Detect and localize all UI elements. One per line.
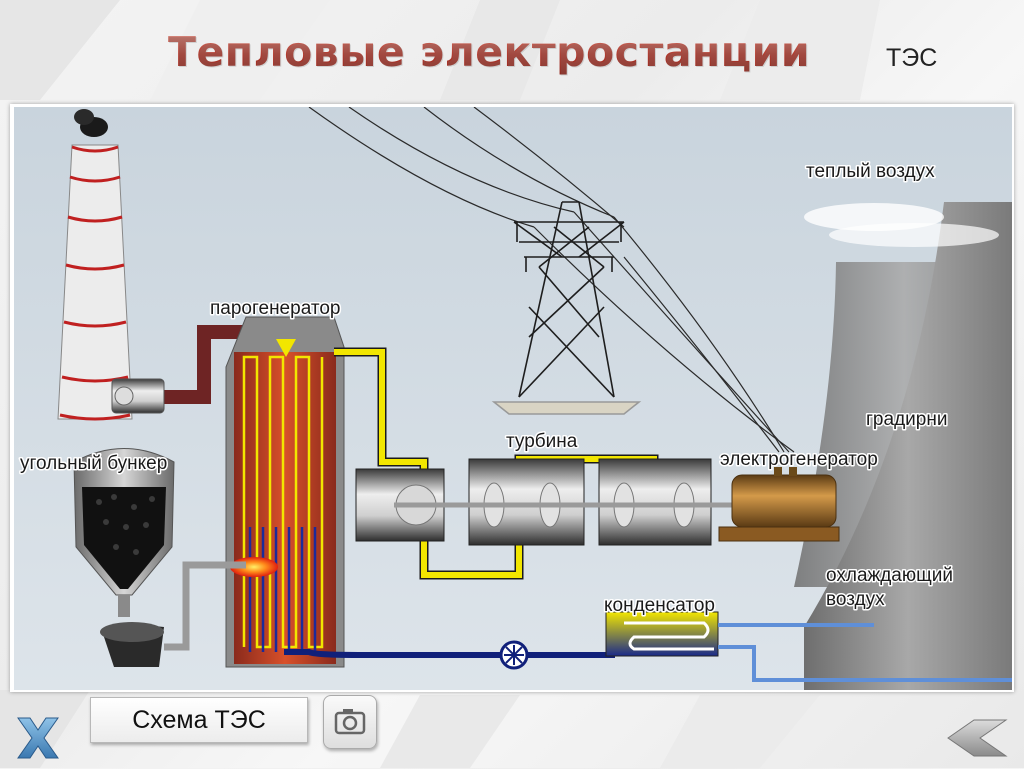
label-cooling-air-line1: охлаждающий: [826, 565, 953, 586]
label-cooling-towers: градирни: [866, 409, 947, 430]
steam-generator: [225, 316, 345, 668]
cooling-water-in-pipe: [718, 645, 1012, 682]
coal-feed-pipe: [164, 561, 246, 651]
power-pylon-icon: [491, 201, 642, 415]
label-coal-bunker: угольный бункер: [20, 453, 167, 474]
cooling-towers: [794, 202, 1012, 690]
close-icon[interactable]: [10, 712, 66, 764]
label-electric-generator: электрогенератор: [720, 449, 878, 470]
page-abbreviation: ТЭС: [886, 44, 938, 72]
scheme-button[interactable]: Схема ТЭС: [90, 697, 308, 743]
page-title: Тепловые электростанции: [168, 28, 811, 76]
electric-generator-icon: [718, 467, 840, 542]
label-condenser: конденсатор: [604, 595, 715, 616]
back-arrow-icon[interactable]: [944, 716, 1008, 760]
flue-gas-duct: [164, 325, 249, 404]
smoke-fan-icon: [111, 378, 165, 414]
camera-button[interactable]: [323, 695, 377, 749]
label-warm-air: теплый воздух: [806, 161, 935, 182]
power-lines: [308, 107, 795, 453]
turbine-section-2: [468, 458, 585, 546]
label-steam-generator: парогенератор: [210, 298, 340, 319]
turbine-section-3: [598, 458, 712, 546]
condenser-icon: [605, 611, 719, 657]
pump-icon: [499, 640, 529, 670]
label-cooling-air-line2: воздух: [826, 589, 885, 610]
chimney-icon: [57, 109, 133, 421]
coal-bunker-icon: [73, 448, 175, 667]
label-turbine: турбина: [506, 431, 578, 452]
tpp-scheme-diagram: парогенератор теплый воздух угольный бун…: [14, 107, 1012, 690]
camera-icon: [334, 709, 366, 735]
